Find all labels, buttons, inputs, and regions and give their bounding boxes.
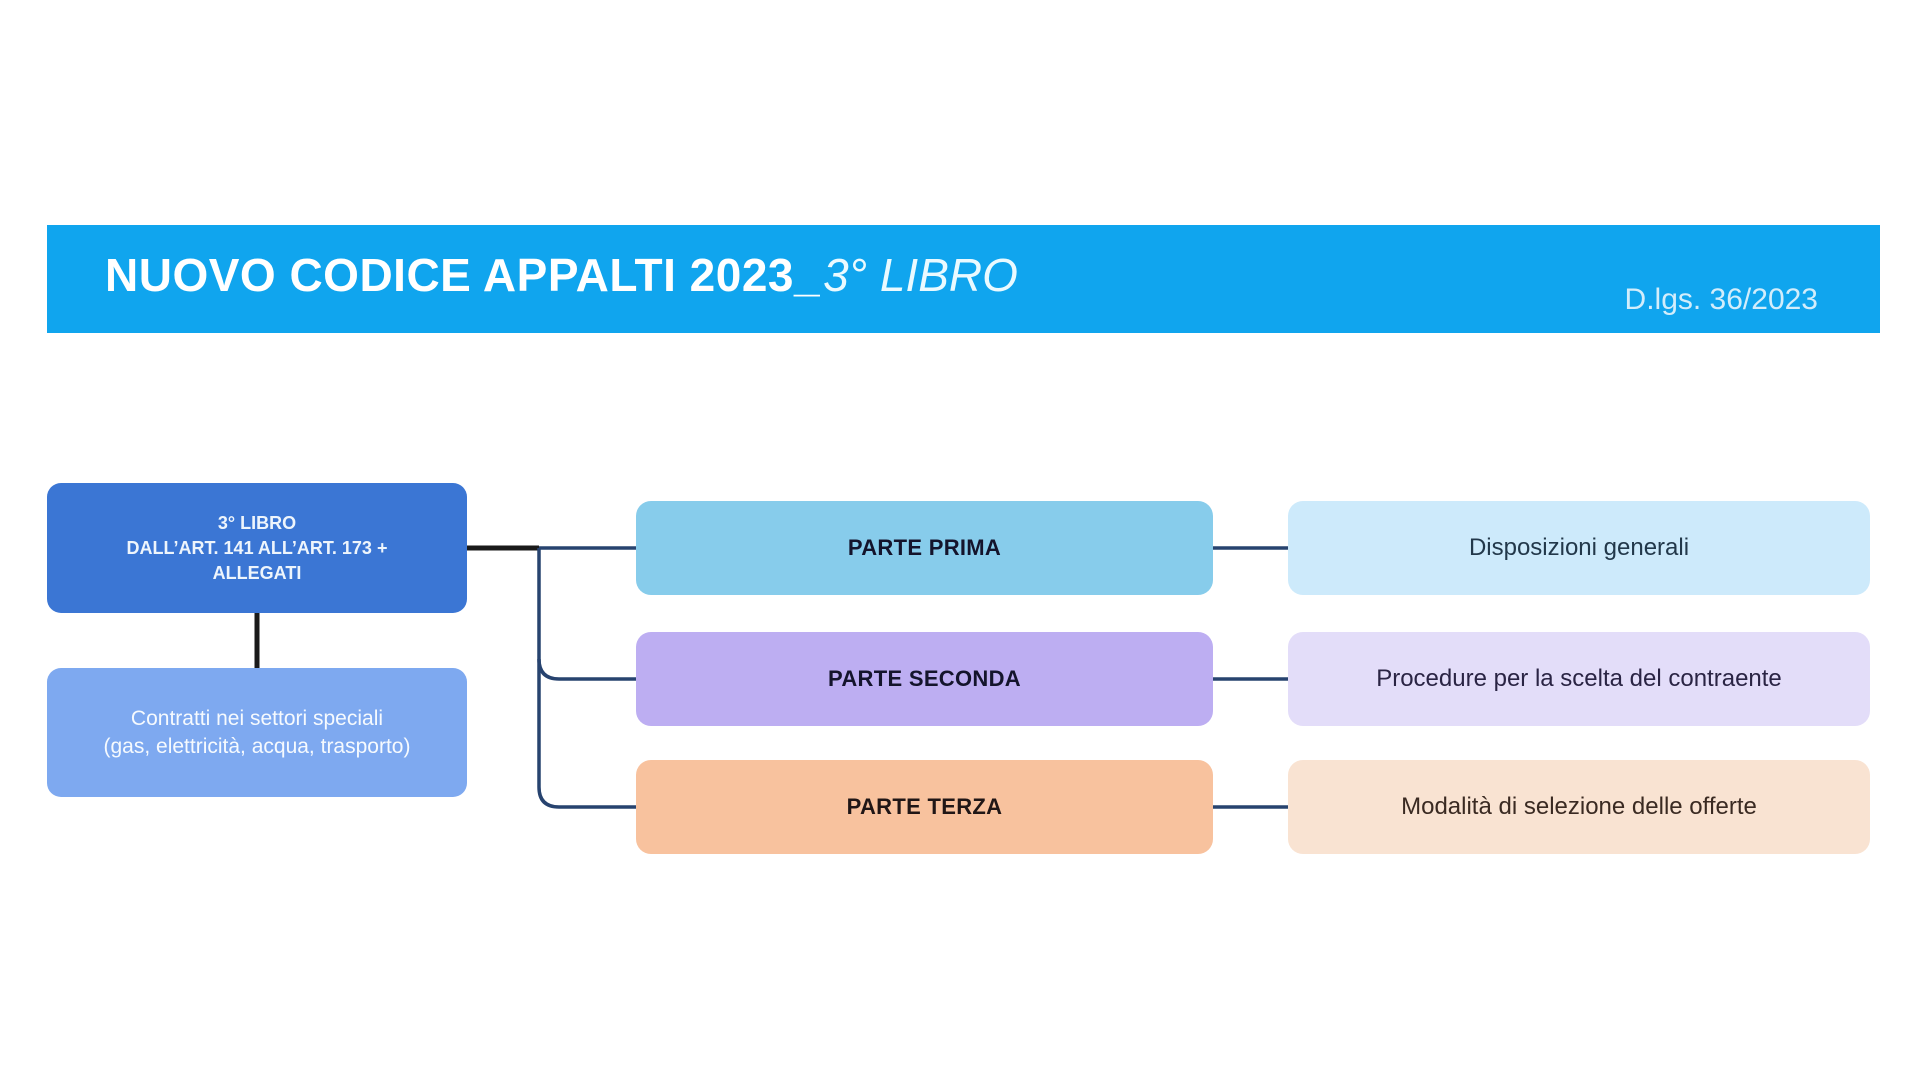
desc-box-disposizioni-generali: Disposizioni generali [1288,501,1870,595]
desc-box-procedure-contraente: Procedure per la scelta del contraente [1288,632,1870,726]
part-box-parte-prima: PARTE PRIMA [636,501,1213,595]
attachment-box-settori-speciali: Contratti nei settori speciali (gas, ele… [47,668,467,797]
connector-branch-row3 [537,786,640,809]
header-banner: NUOVO CODICE APPALTI 2023_ 3° LIBRO D.lg… [47,225,1880,333]
decree-label: D.lgs. 36/2023 [1624,283,1818,316]
connector-branch-row2 [537,658,640,681]
desc-box-selezione-offerte: Modalità di selezione delle offerte [1288,760,1870,854]
page-title: NUOVO CODICE APPALTI 2023_ [105,249,821,301]
part-box-parte-terza: PARTE TERZA [636,760,1213,854]
root-box-3-libro: 3° LIBRO DALL’ART. 141 ALL’ART. 173 + AL… [47,483,467,613]
part-box-parte-seconda: PARTE SECONDA [636,632,1213,726]
page-title-accent: 3° LIBRO [823,249,1018,301]
